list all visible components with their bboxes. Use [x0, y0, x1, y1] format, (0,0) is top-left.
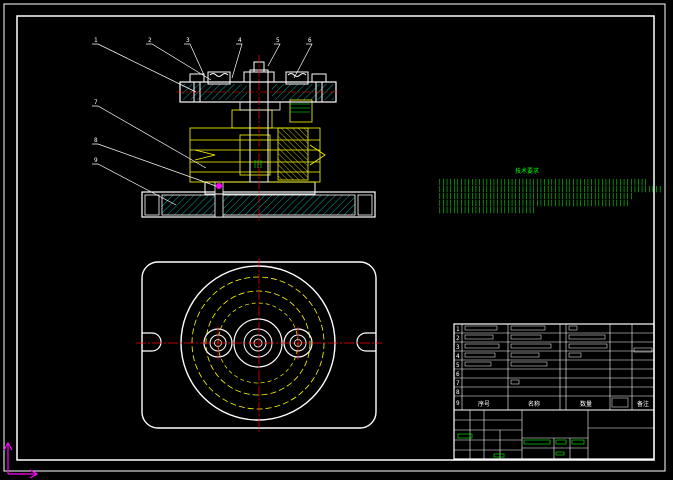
bom-row-number-4: 4 — [456, 353, 460, 360]
bom-row-number-8: 8 — [456, 389, 460, 396]
bom-header-qty: 数量 — [580, 400, 592, 408]
part-label-7: 7 — [94, 99, 98, 106]
right-u-slot — [356, 332, 376, 352]
bom-header-name: 名称 — [528, 400, 540, 408]
tech-note-line-4: ||||||||||||||||||||||||||||||||||||||||… — [438, 200, 629, 207]
bom-row-number-3: 3 — [456, 344, 460, 351]
title-block — [453, 323, 655, 460]
leader-lines — [92, 43, 313, 206]
inner-frame — [16, 15, 655, 461]
tech-note-title: 技术要求 — [515, 167, 539, 175]
part-label-1: 1 — [94, 37, 98, 44]
part-label-9: 9 — [94, 157, 98, 164]
base-plate-section — [161, 194, 356, 216]
part-label-3: 3 — [186, 37, 190, 44]
tech-note-line-3: ||||||||||||||||||||||||||||||||||||||||… — [438, 193, 633, 200]
part-label-4: 4 — [238, 37, 242, 44]
bom-row-number-2: 2 — [456, 335, 460, 342]
part-label-8: 8 — [94, 137, 98, 144]
tech-note-line-5: ||||||||||||||||||||||||||| — [438, 207, 536, 214]
part-label-2: 2 — [148, 37, 152, 44]
tech-note-line-1: ||||||||||||||||||||||||||||||||||||||||… — [438, 179, 648, 186]
pin-marker — [216, 183, 222, 189]
bom-row-number-1: 1 — [456, 326, 460, 333]
bom-row-number-5: 5 — [456, 362, 460, 369]
technical-requirements: 技术要求 |||||||||||||||||||||||||||||||||||… — [438, 167, 662, 214]
bom-header-index: 序号 — [478, 400, 490, 408]
dimension-marks — [254, 103, 310, 168]
part-label-5: 5 — [276, 37, 280, 44]
part-label-6: 6 — [308, 37, 312, 44]
workpiece — [189, 99, 326, 183]
ucs-axis-icon — [3, 441, 39, 479]
top-view — [136, 258, 382, 432]
bom-row-number-9: 9 — [456, 400, 460, 407]
front-section-view — [141, 55, 376, 222]
bom-row-number-7: 7 — [456, 380, 460, 387]
bom-header-remark: 备注 — [637, 400, 649, 408]
bom-row-number-6: 6 — [456, 371, 460, 378]
left-u-slot — [142, 332, 162, 352]
outer-frame — [3, 3, 666, 472]
tech-note-line-2: ||||||||||||||||||||||||||||||||||||||||… — [438, 186, 662, 193]
base-plate — [141, 191, 376, 218]
